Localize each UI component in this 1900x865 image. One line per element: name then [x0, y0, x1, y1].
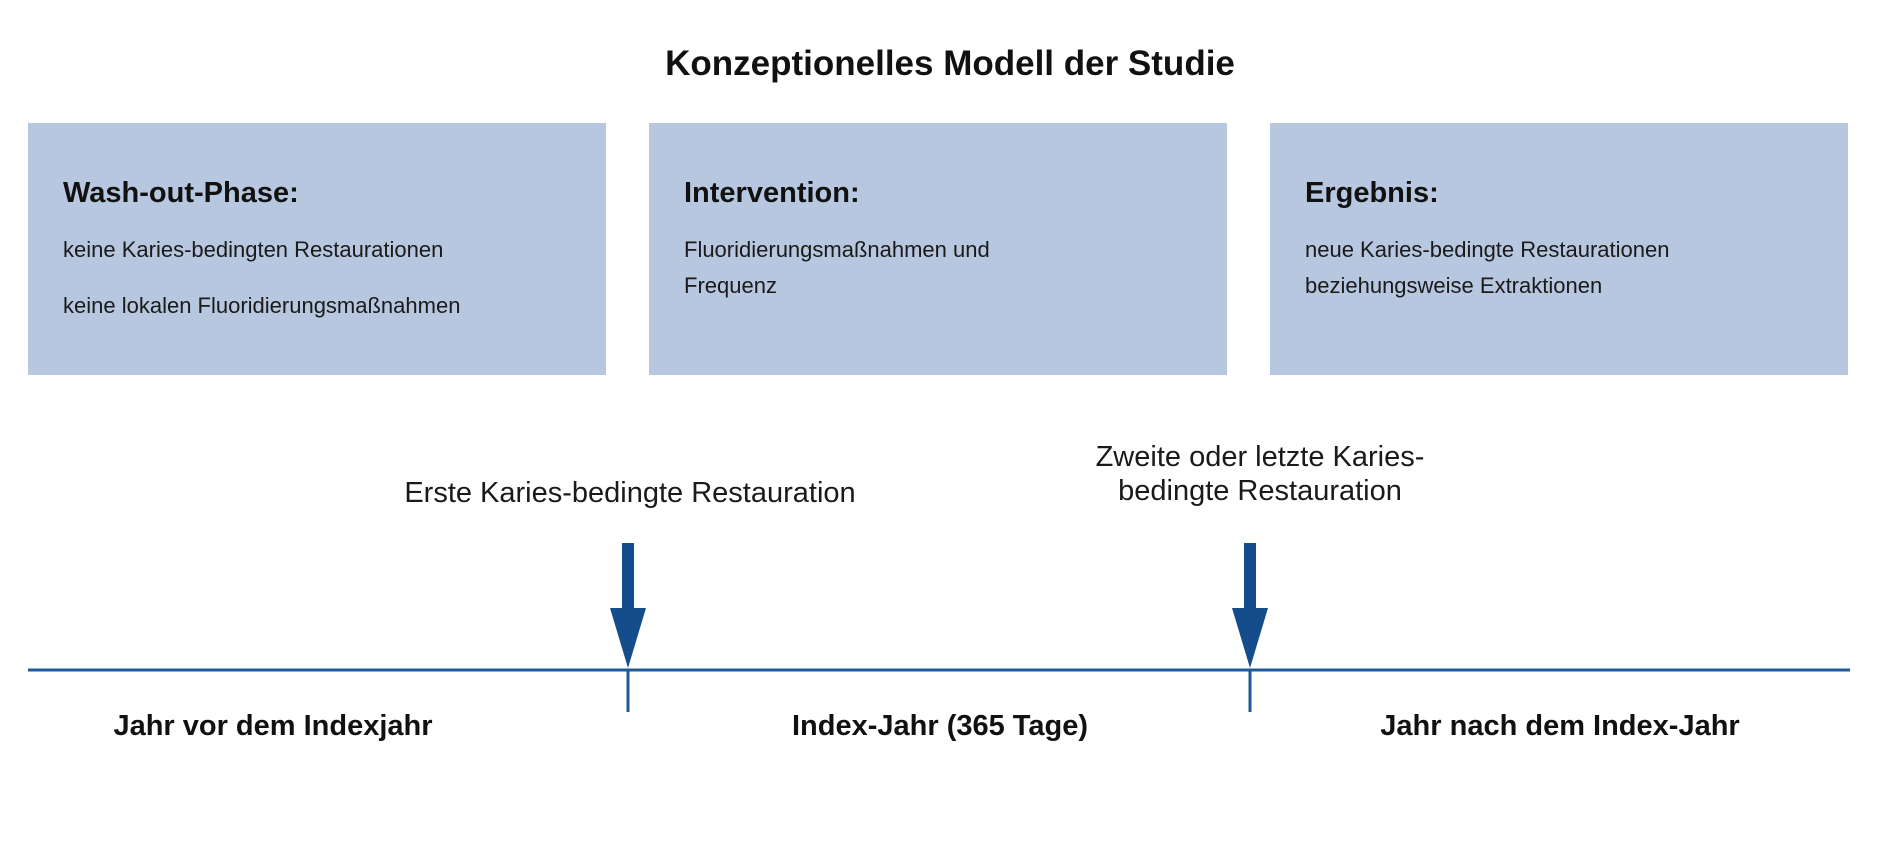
- outcome-heading: Ergebnis:: [1305, 177, 1439, 209]
- outcome-line: neue Karies-bedingte Restaurationen: [1305, 237, 1670, 262]
- diagram-title: Konzeptionelles Modell der Studie: [665, 44, 1235, 83]
- second-restoration-label-line: Zweite oder letzte Karies-: [1095, 441, 1425, 473]
- outcome-line: beziehungsweise Extraktionen: [1305, 273, 1603, 298]
- outcome-box: Ergebnis: neue Karies-bedingte Restaurat…: [1270, 123, 1848, 375]
- washout-phase-line: keine lokalen Fluoridierungsmaßnahmen: [63, 293, 461, 318]
- washout-phase-box: Wash-out-Phase: keine Karies-bedingten R…: [28, 123, 606, 375]
- intervention-line: Fluoridierungsmaßnahmen und: [684, 237, 990, 262]
- arrow-head: [1232, 608, 1268, 668]
- period-after-index-year: Jahr nach dem Index-Jahr: [1380, 710, 1740, 742]
- intervention-heading: Intervention:: [684, 177, 860, 209]
- second-restoration-label-line: bedingte Restauration: [1118, 475, 1402, 507]
- first-restoration-label: Erste Karies-bedingte Restauration: [404, 477, 856, 509]
- second-restoration-label: Zweite oder letzte Karies- bedingte Rest…: [960, 440, 1560, 508]
- intervention-box: Intervention: Fluoridierungsmaßnahmen un…: [649, 123, 1227, 375]
- arrow-shaft: [622, 543, 634, 618]
- period-before-index-year: Jahr vor dem Indexjahr: [113, 710, 433, 742]
- washout-phase-line: keine Karies-bedingten Restaurationen: [63, 237, 444, 262]
- washout-phase-heading: Wash-out-Phase:: [63, 177, 299, 209]
- period-index-year: Index-Jahr (365 Tage): [791, 710, 1088, 742]
- arrow-down-icon: [610, 543, 646, 668]
- intervention-line: Frequenz: [684, 273, 777, 298]
- arrow-head: [610, 608, 646, 668]
- arrow-down-icon: [1232, 543, 1268, 668]
- arrow-shaft: [1244, 543, 1256, 618]
